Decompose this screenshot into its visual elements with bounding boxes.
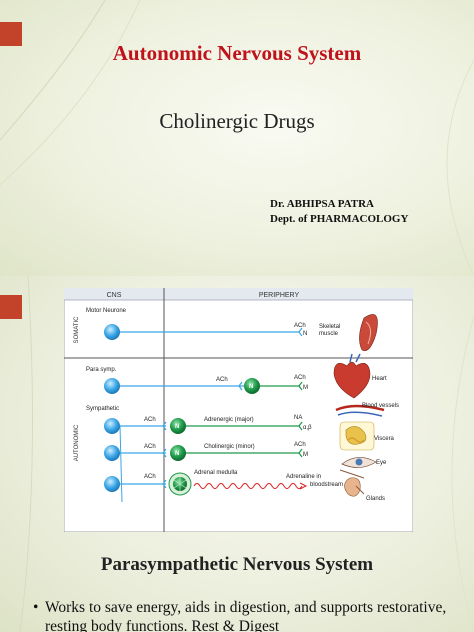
blood-vessels-label: Blood vessels <box>362 403 399 409</box>
skeletal-label-2: muscle <box>319 331 339 337</box>
author-department: Dept. of PHARMACOLOGY <box>270 213 409 225</box>
header-cns: CNS <box>107 292 122 299</box>
diagram-header <box>64 288 413 300</box>
adrenal-medulla-label: Adrenal medulla <box>194 470 238 476</box>
n-receptor-somatic: N <box>303 331 307 337</box>
glands-icon <box>344 477 365 497</box>
m-receptor-para: M <box>303 385 308 391</box>
adrenaline-label-2: bloodstream <box>310 482 343 488</box>
ach-para-pre: ACh <box>216 377 228 383</box>
adrenal-medulla-cell <box>168 472 192 496</box>
para-ganglion <box>244 378 260 394</box>
cholinergic-label: Cholinergic (minor) <box>204 444 255 450</box>
bullet-text: Works to save energy, aids in digestion,… <box>45 599 447 632</box>
slide-accent-tab <box>0 295 22 319</box>
viscera-label: Viscera <box>374 436 395 442</box>
decorative-lines <box>19 276 474 632</box>
label-autonomic: AUTONOMIC <box>74 424 80 461</box>
slide-2: CNS PERIPHERY SOMATIC AUTONOMIC Motor Ne… <box>0 276 474 632</box>
motor-neurone-cell <box>104 324 120 340</box>
decorative-lines <box>0 0 474 276</box>
m-receptor-symp: M <box>303 452 308 458</box>
n-receptor-symp-ganglion-1: N <box>175 424 179 430</box>
ans-diagram: CNS PERIPHERY SOMATIC AUTONOMIC Motor Ne… <box>64 288 413 532</box>
sympathetic-neurone-cell-2 <box>104 445 120 461</box>
skeletal-muscle-icon <box>359 314 378 351</box>
adrenergic-label: Adrenergic (major) <box>204 417 254 423</box>
alpha-beta-receptor: α,β <box>303 425 312 431</box>
sympathetic-neurone-cell <box>104 418 120 434</box>
blood-vessels-icon <box>335 404 385 417</box>
sympathetic-ganglion-cholinergic <box>170 445 186 461</box>
heart-icon <box>333 353 371 399</box>
adrenaline-label-1: Adrenaline in <box>286 474 321 480</box>
ach-symp-adrenergic: ACh <box>144 417 156 423</box>
ach-symp-cholinergic: ACh <box>144 444 156 450</box>
sympathetic-trunk <box>119 425 123 503</box>
n-receptor-symp-ganglion-2: N <box>175 451 179 457</box>
glands-label: Glands <box>366 496 385 502</box>
label-somatic: SOMATIC <box>74 316 80 344</box>
author-name: Dr. ABHIPSA PATRA <box>270 198 375 210</box>
header-periphery: PERIPHERY <box>259 292 300 299</box>
bullet-dot: • <box>33 599 39 616</box>
slide-title: Autonomic Nervous System <box>112 41 362 65</box>
ach-symp-post: ACh <box>294 442 306 448</box>
skeletal-label-1: Skeletal <box>319 324 340 330</box>
section-title: Parasympathetic Nervous System <box>100 554 374 575</box>
bloodstream-wave <box>193 483 303 489</box>
adrenal-neurone-cell <box>104 476 120 492</box>
sympathetic-label: Sympathetic <box>86 406 119 412</box>
na-label: NA <box>294 415 302 421</box>
ach-para-post: ACh <box>294 375 306 381</box>
para-symp-label: Para symp. <box>86 367 117 373</box>
eye-label: Eye <box>376 460 387 466</box>
slide-1: Autonomic Nervous System Cholinergic Dru… <box>0 0 474 276</box>
viscera-icon <box>339 421 375 451</box>
n-receptor-para-ganglion: N <box>249 384 253 390</box>
ach-somatic: ACh <box>294 323 306 329</box>
slide-subtitle: Cholinergic Drugs <box>159 109 315 133</box>
eye-icon <box>339 457 377 479</box>
bullet-item: • Works to save energy, aids in digestio… <box>33 598 470 632</box>
slide-accent-tab <box>0 22 22 46</box>
heart-label: Heart <box>372 376 387 382</box>
ach-adrenal: ACh <box>144 474 156 480</box>
sympathetic-ganglion-adrenergic <box>170 418 186 434</box>
para-neurone-cell <box>104 378 120 394</box>
motor-neurone-label: Motor Neurone <box>86 308 127 314</box>
